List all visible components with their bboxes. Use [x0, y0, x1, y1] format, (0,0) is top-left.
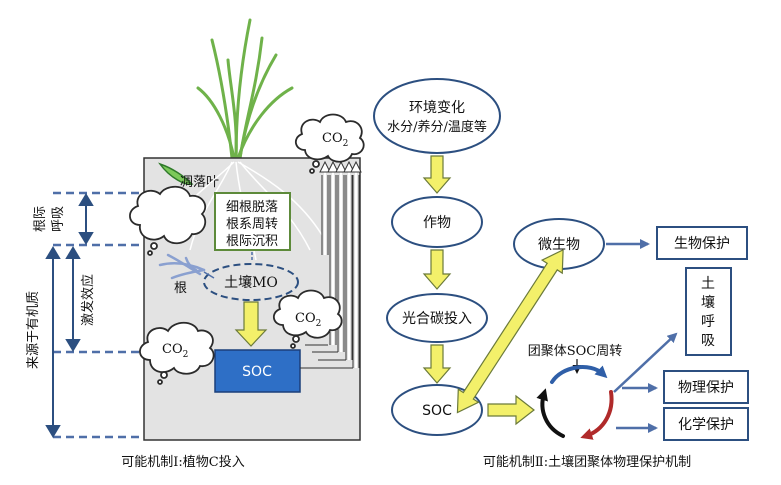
- left-mechanism-panel: 凋落叶 细根脱落 根系周转 根际沉积 根 土壤MO: [26, 18, 365, 470]
- root-label: 根: [174, 281, 187, 296]
- fallen-leaf-icon: [158, 162, 194, 186]
- crop-label: 作物: [423, 215, 451, 231]
- soc-label-left: SOC: [242, 364, 272, 380]
- co2-subscript: 2: [183, 350, 189, 360]
- soc-box-left: [214, 349, 301, 393]
- bio-protect-box: [656, 226, 748, 260]
- fallen-leaf-label: 凋落叶: [180, 175, 219, 190]
- root-process-line-3: 根际沉积: [226, 234, 278, 249]
- co2-cloud-mid: CO2: [273, 289, 343, 349]
- root-to-mo-arrow: [203, 271, 215, 279]
- env-to-crop-arrow: [422, 155, 452, 194]
- crop-ellipse: [391, 196, 483, 248]
- organic-source-range-arrow: [45, 246, 61, 438]
- rhizo-resp-label-1: 根际: [33, 206, 48, 232]
- soil-resp-char-1: 土: [701, 276, 715, 292]
- cycle-to-resp-arrow: [613, 332, 678, 393]
- bio-protect-label: 生物保护: [674, 236, 730, 252]
- soil-mo-ellipse: [203, 263, 299, 301]
- chem-protect-label: 化学保护: [678, 417, 734, 433]
- aggregate-cycle-icon: [536, 365, 614, 440]
- root-process-line-1: 细根脱落: [226, 200, 278, 215]
- env-change-line-2: 水分/养分/温度等: [387, 119, 487, 135]
- priming-range-arrow: [65, 246, 81, 352]
- env-change-ellipse: [373, 78, 501, 154]
- soil-mo-label: 土壤MO: [224, 274, 278, 291]
- soc-microbe-double-arrow: [456, 248, 564, 414]
- soil-resp-box: [685, 267, 732, 356]
- priming-label: 激发效应: [80, 274, 96, 326]
- grass-icon: [196, 18, 294, 160]
- left-caption: 可能机制Ⅰ:植物C投入: [121, 454, 244, 470]
- photo-c-ellipse: [386, 293, 488, 343]
- rhizosphere-cloud: [129, 185, 207, 256]
- microbe-label: 微生物: [538, 237, 580, 253]
- root-process-line-2: 根系周转: [226, 217, 278, 232]
- soil-resp-char-4: 吸: [701, 333, 715, 349]
- soc-label-right: SOC: [422, 403, 452, 419]
- root-icon: [158, 253, 206, 280]
- organic-source-label: 来源于有机质: [26, 291, 41, 369]
- co2-cloud-top: CO2: [295, 113, 365, 174]
- co2-text: CO: [295, 311, 316, 326]
- svg-text:CO2: CO2: [295, 311, 321, 329]
- svg-text:CO2: CO2: [322, 131, 348, 149]
- co2-subscript: 2: [316, 319, 322, 329]
- crop-to-photoc-arrow: [422, 249, 452, 290]
- photo-c-label: 光合碳投入: [402, 311, 472, 327]
- right-mechanism-panel: 环境变化 水分/养分/温度等 作物 光合碳投入 SOC 微生物 团聚体SOC周转: [373, 78, 749, 470]
- soc-to-cycle-arrow: [487, 394, 535, 426]
- root-process-box: [214, 192, 291, 251]
- soil-resp-char-2: 壤: [701, 294, 715, 311]
- rhizo-resp-label-2: 呼吸: [51, 206, 66, 232]
- right-caption: 可能机制Ⅱ:土壤团聚体物理保护机制: [483, 454, 691, 470]
- phys-protect-label: 物理保护: [678, 380, 734, 396]
- mo-to-soc-arrow: [234, 301, 268, 347]
- photoc-to-soc-arrow: [422, 344, 452, 384]
- co2-cloud-bottom: CO2: [139, 321, 215, 385]
- co2-subscript: 2: [343, 139, 349, 149]
- co2-text: CO: [322, 131, 343, 146]
- rhizo-resp-range-arrow: [78, 193, 94, 245]
- svg-text:CO2: CO2: [162, 342, 188, 360]
- aggregate-turnover-label: 团聚体SOC周转: [528, 344, 623, 359]
- co2-text: CO: [162, 342, 183, 357]
- chem-protect-box: [663, 407, 749, 441]
- env-change-line-1: 环境变化: [409, 100, 465, 116]
- soil-resp-char-3: 呼: [701, 314, 715, 330]
- phys-protect-box: [663, 370, 749, 404]
